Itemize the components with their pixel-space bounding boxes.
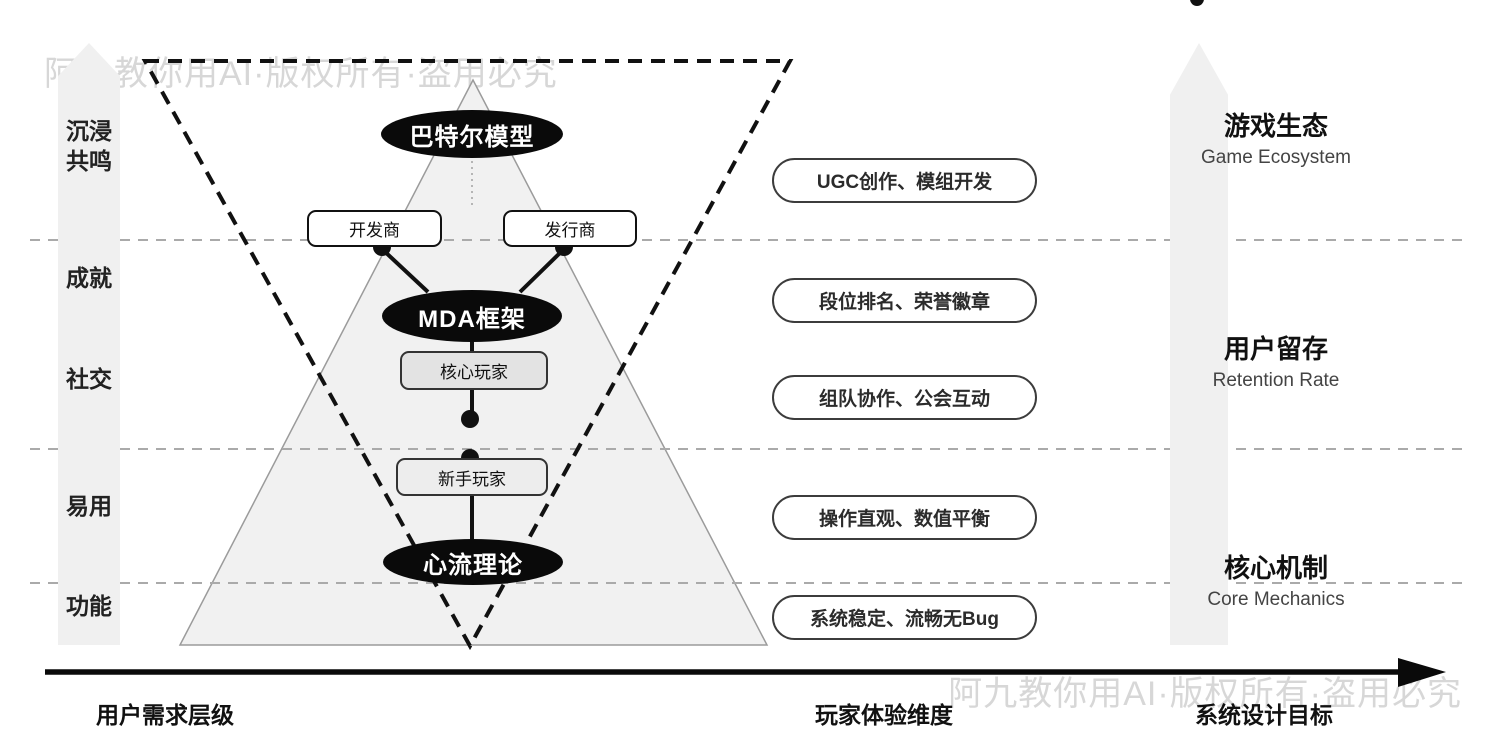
node-developer: 开发商 xyxy=(307,210,442,247)
axis-label-player-experience: 玩家体验维度 xyxy=(815,702,953,728)
axis-label-system-design: 系统设计目标 xyxy=(1195,702,1333,728)
left-levels-band xyxy=(58,43,120,645)
level-function: 功能 xyxy=(66,593,112,619)
goal-retention-rate-zh: 用户留存 xyxy=(1223,334,1328,364)
node-core-player: 核心玩家 xyxy=(400,351,548,390)
node-new-player: 新手玩家 xyxy=(396,458,548,496)
axis-label-user-needs: 用户需求层级 xyxy=(96,702,234,728)
goal-core-mechanics-en: Core Mechanics xyxy=(1207,589,1345,610)
experience-pill-controls: 操作直观、数值平衡 xyxy=(772,495,1037,540)
experience-pill-stability: 系统稳定、流畅无Bug xyxy=(772,595,1037,640)
node-bartle-model: 巴特尔模型 xyxy=(381,110,563,158)
goal-retention-rate: 用户留存 Retention Rate xyxy=(1156,334,1396,394)
junction-dot-mid-upper xyxy=(461,410,479,428)
connector-publisher-mda xyxy=(518,247,566,294)
goal-game-ecosystem-en: Game Ecosystem xyxy=(1201,147,1351,168)
top-edge-dot xyxy=(1190,0,1204,6)
node-flow-theory: 心流理论 xyxy=(383,539,563,585)
experience-pill-ranking: 段位排名、荣誉徽章 xyxy=(772,278,1037,323)
connector-developer-mda xyxy=(380,247,430,294)
goal-game-ecosystem-zh: 游戏生态 xyxy=(1223,111,1328,141)
bottom-axis-arrowhead xyxy=(1398,658,1446,687)
level-achievement: 成就 xyxy=(66,265,112,291)
inverted-dashed-triangle xyxy=(141,59,794,651)
experience-pill-team: 组队协作、公会互动 xyxy=(772,375,1037,420)
goal-core-mechanics-zh: 核心机制 xyxy=(1223,553,1328,583)
node-mda-framework: MDA框架 xyxy=(382,290,562,342)
node-publisher: 发行商 xyxy=(503,210,637,247)
level-immersion: 沉浸 共鸣 xyxy=(58,116,120,176)
watermark-bottom-right: 阿九教你用AI·版权所有·盗用必究 xyxy=(948,675,1462,713)
goal-core-mechanics: 核心机制 Core Mechanics xyxy=(1156,553,1396,613)
experience-pill-ugc: UGC创作、模组开发 xyxy=(772,158,1037,203)
goal-retention-rate-en: Retention Rate xyxy=(1212,370,1340,391)
level-immersion-line2: 共鸣 xyxy=(66,148,112,174)
goal-game-ecosystem: 游戏生态 Game Ecosystem xyxy=(1156,111,1396,171)
level-usability: 易用 xyxy=(66,493,112,519)
level-social: 社交 xyxy=(66,366,112,392)
level-immersion-line1: 沉浸 xyxy=(66,118,112,144)
right-goals-band xyxy=(1170,43,1228,645)
